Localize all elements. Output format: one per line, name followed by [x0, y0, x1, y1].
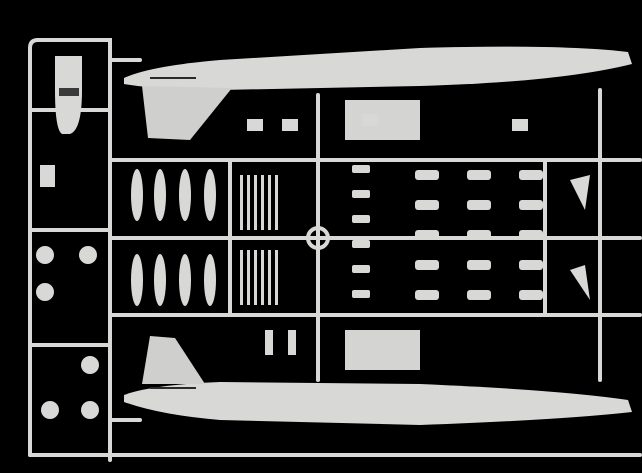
small-part [415, 200, 439, 210]
bomb-part [154, 254, 166, 306]
fuselage-top [124, 46, 632, 140]
rocket-part [275, 175, 278, 230]
bracket-part [247, 119, 263, 131]
misc-part [288, 330, 296, 355]
fin-part [570, 175, 590, 210]
small-part [519, 230, 543, 240]
bomb-part [179, 169, 191, 221]
bomb-part [131, 254, 143, 306]
wheel-part [81, 356, 99, 374]
small-part [467, 200, 491, 210]
small-part [519, 200, 543, 210]
small-part [352, 215, 370, 223]
small-part [352, 165, 370, 173]
bracket-part [282, 119, 298, 131]
small-part [467, 260, 491, 270]
misc-part [40, 165, 55, 187]
wheel-part [79, 246, 97, 264]
small-part [415, 290, 439, 300]
small-part [519, 170, 543, 180]
small-part [415, 260, 439, 270]
misc-part [265, 330, 273, 355]
bomb-part [154, 169, 166, 221]
bomb-part [204, 254, 216, 306]
small-part [415, 230, 439, 240]
bracket-part [362, 114, 378, 126]
bomb-part [204, 169, 216, 221]
sprue-frame [28, 38, 642, 462]
small-part [352, 265, 370, 273]
panel-bottom [345, 330, 420, 370]
rocket-part [268, 250, 271, 305]
rocket-part [240, 250, 243, 305]
small-part [352, 190, 370, 198]
small-part [519, 290, 543, 300]
rocket-part [254, 250, 257, 305]
small-part [467, 170, 491, 180]
wheel-part [81, 401, 99, 419]
rocket-part [261, 250, 264, 305]
small-part [352, 240, 370, 248]
bomb-part [131, 169, 143, 221]
small-part [519, 260, 543, 270]
sprue-center-ring [306, 226, 330, 250]
small-part [467, 230, 491, 240]
fuselage-bottom [124, 336, 632, 425]
small-part [415, 170, 439, 180]
rocket-part [247, 250, 250, 305]
small-part [352, 290, 370, 298]
rocket-part [247, 175, 250, 230]
fin-part [570, 265, 590, 300]
rocket-part [240, 175, 243, 230]
wheel-part [36, 283, 54, 301]
panel-top [345, 100, 420, 140]
small-part [467, 290, 491, 300]
rocket-part [275, 250, 278, 305]
canopy-part [55, 56, 82, 134]
rocket-part [254, 175, 257, 230]
rocket-part [261, 175, 264, 230]
wheel-part [41, 401, 59, 419]
bracket-part [512, 119, 528, 131]
bomb-part [179, 254, 191, 306]
rocket-part [268, 175, 271, 230]
wheel-part [36, 246, 54, 264]
